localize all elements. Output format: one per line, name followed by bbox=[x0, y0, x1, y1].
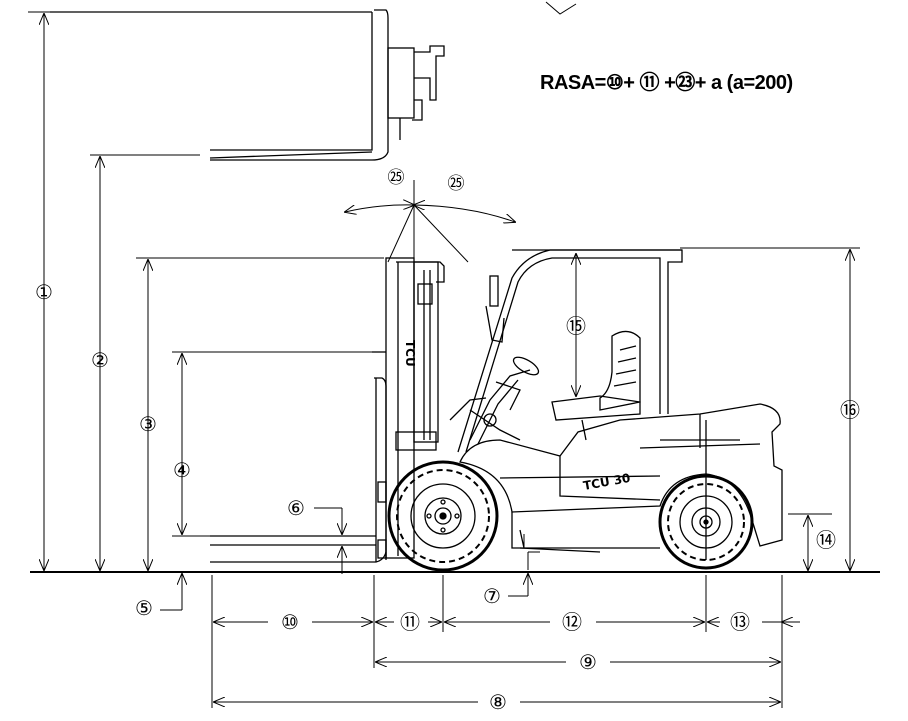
label-tilt-forward: ㉕ bbox=[388, 168, 405, 188]
label-dim-5: ⑤ bbox=[135, 596, 153, 620]
label-dim-14: ⑭ bbox=[816, 528, 836, 552]
label-dim-15: ⑮ bbox=[566, 314, 586, 338]
rasa-formula: RASA=⑩+ ⑪ +㉓+ a (a=200) bbox=[540, 72, 793, 94]
steering-assembly bbox=[449, 356, 540, 445]
label-dim-6: ⑥ bbox=[287, 496, 305, 520]
front-wheel bbox=[387, 460, 499, 572]
body-logo: TCU 30 bbox=[582, 471, 631, 493]
label-dim-3: ③ bbox=[139, 412, 157, 436]
truck-body bbox=[459, 403, 783, 560]
raised-load-outline bbox=[50, 9, 445, 161]
label-tilt-backward: ㉕ bbox=[448, 174, 465, 194]
label-dim-12: ⑫ bbox=[562, 610, 582, 634]
label-dim-16: ⑯ bbox=[840, 398, 860, 422]
label-dim-8: ⑧ bbox=[489, 690, 507, 714]
lowered-forks bbox=[210, 351, 387, 563]
tilt-angle-indicator bbox=[345, 1, 577, 263]
operator-seat bbox=[551, 330, 641, 441]
overhead-guard bbox=[457, 249, 683, 453]
label-dim-2: ② bbox=[91, 348, 109, 372]
label-dim-4: ④ bbox=[173, 458, 191, 482]
vertical-dimension-lines bbox=[28, 11, 860, 611]
label-dim-13: ⑬ bbox=[730, 610, 750, 634]
label-dim-10: ⑩ bbox=[281, 610, 299, 634]
label-dim-7: ⑦ bbox=[483, 584, 501, 608]
label-dim-1: ① bbox=[35, 280, 53, 304]
mast-logo: TCU bbox=[403, 340, 417, 367]
label-dim-9: ⑨ bbox=[579, 650, 597, 674]
label-dim-11: ⑪ bbox=[400, 610, 420, 634]
horizontal-dimension-lines bbox=[211, 575, 800, 708]
